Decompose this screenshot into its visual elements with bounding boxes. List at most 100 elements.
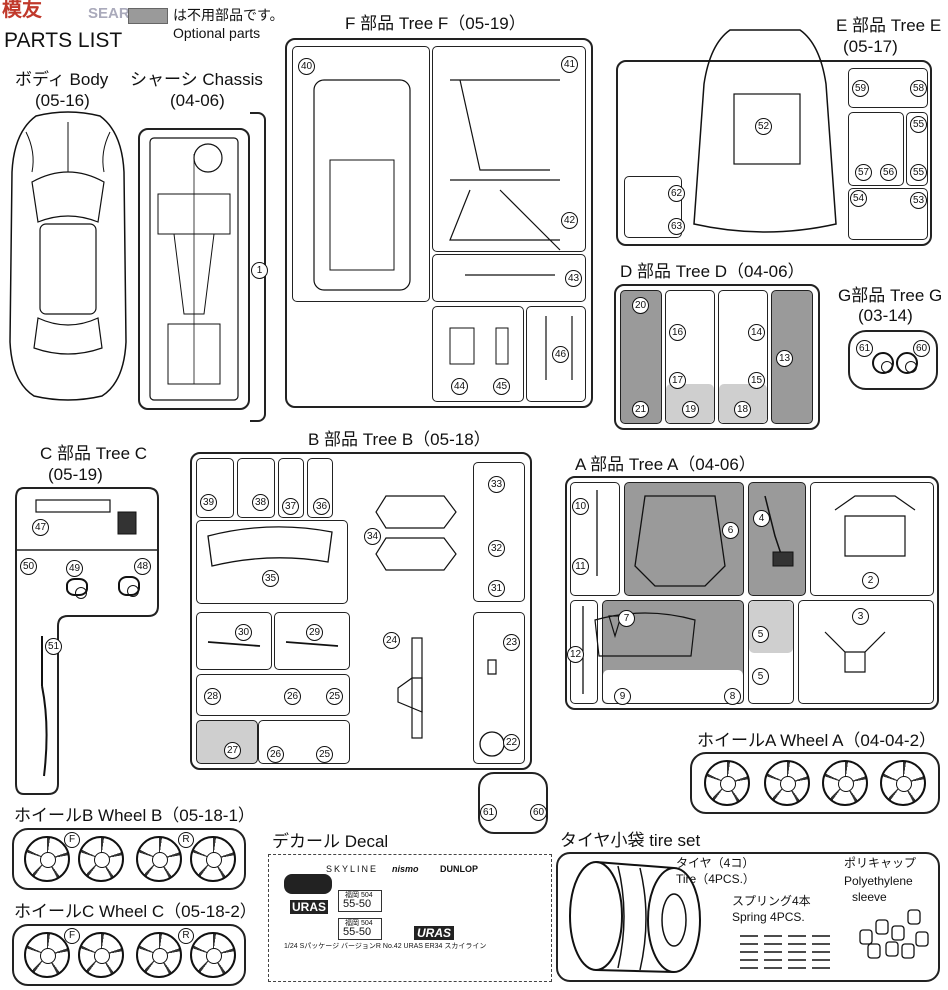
part-22[interactable]: 22 <box>503 734 520 751</box>
wheel-c-4 <box>190 932 236 978</box>
tree-f-cell-cage <box>432 46 586 252</box>
decal-logo-dunlop: DUNLOP <box>440 864 478 874</box>
part-5a[interactable]: 5 <box>752 626 769 643</box>
decal-logo-skyline: SKYLINE <box>326 864 379 874</box>
tree-e-cell-windows <box>848 188 928 240</box>
part-26a[interactable]: 26 <box>284 688 301 705</box>
part-45[interactable]: 45 <box>493 378 510 395</box>
part-26b[interactable]: 26 <box>267 746 284 763</box>
part-9[interactable]: 9 <box>614 688 631 705</box>
part-59[interactable]: 59 <box>852 80 869 97</box>
tree-a-cell-4 <box>748 482 806 596</box>
part-37[interactable]: 37 <box>282 498 299 515</box>
wheel-c-2 <box>78 932 124 978</box>
part-28[interactable]: 28 <box>204 688 221 705</box>
part-10[interactable]: 10 <box>572 498 589 515</box>
part-21[interactable]: 21 <box>632 401 649 418</box>
part-16[interactable]: 16 <box>669 324 686 341</box>
tree-b-cell-33 <box>473 462 525 602</box>
part-1[interactable]: 1 <box>251 262 268 279</box>
decal-logo-uras-2: URAS <box>414 926 455 940</box>
part-7[interactable]: 7 <box>618 610 635 627</box>
part-13[interactable]: 13 <box>776 350 793 367</box>
part-39[interactable]: 39 <box>200 494 217 511</box>
part-60-b[interactable]: 60 <box>530 804 547 821</box>
part-53[interactable]: 53 <box>910 192 927 209</box>
part-32[interactable]: 32 <box>488 540 505 557</box>
site-logo: 模友 <box>2 0 42 21</box>
part-24[interactable]: 24 <box>383 632 400 649</box>
part-25a[interactable]: 25 <box>326 688 343 705</box>
part-58[interactable]: 58 <box>910 80 927 97</box>
part-50[interactable]: 50 <box>20 558 37 575</box>
part-47[interactable]: 47 <box>32 519 49 536</box>
part-40[interactable]: 40 <box>298 58 315 75</box>
polycap-label-en2: sleeve <box>852 890 887 904</box>
part-61-g[interactable]: 61 <box>856 340 873 357</box>
tree-e-title: E 部品 Tree E <box>836 16 942 35</box>
wheel-b-1 <box>24 836 70 882</box>
part-62[interactable]: 62 <box>668 185 685 202</box>
part-48[interactable]: 48 <box>134 558 151 575</box>
part-5b[interactable]: 5 <box>752 668 769 685</box>
wheel-c-rear-mark: R <box>178 928 194 944</box>
tree-b-title: B 部品 Tree B（05-18） <box>308 430 491 449</box>
decal-plate-1 <box>338 890 382 912</box>
parts-list-title: PARTS LIST <box>4 29 123 52</box>
part-23[interactable]: 23 <box>503 634 520 651</box>
part-14[interactable]: 14 <box>748 324 765 341</box>
part-3[interactable]: 3 <box>852 608 869 625</box>
tree-a-cell-10 <box>570 482 620 596</box>
tree-d-title: D 部品 Tree D（04-06） <box>620 262 805 281</box>
part-55a[interactable]: 55 <box>910 116 927 133</box>
part-25b[interactable]: 25 <box>316 746 333 763</box>
polycap-g-left <box>872 352 894 374</box>
part-35[interactable]: 35 <box>262 570 279 587</box>
part-44[interactable]: 44 <box>451 378 468 395</box>
body-title: ボディ Body <box>15 70 109 89</box>
part-43[interactable]: 43 <box>565 270 582 287</box>
tree-a-cell-5 <box>748 600 794 704</box>
part-61-b[interactable]: 61 <box>480 804 497 821</box>
part-30[interactable]: 30 <box>235 624 252 641</box>
part-15[interactable]: 15 <box>748 372 765 389</box>
part-19[interactable]: 19 <box>682 401 699 418</box>
part-60-g[interactable]: 60 <box>913 340 930 357</box>
part-29[interactable]: 29 <box>306 624 323 641</box>
wheel-a-3 <box>822 760 868 806</box>
part-38[interactable]: 38 <box>252 494 269 511</box>
part-41[interactable]: 41 <box>561 56 578 73</box>
part-51[interactable]: 51 <box>45 638 62 655</box>
tree-f-cell-rods <box>526 306 586 402</box>
part-17[interactable]: 17 <box>669 372 686 389</box>
part-4[interactable]: 4 <box>753 510 770 527</box>
part-56[interactable]: 56 <box>880 164 897 181</box>
part-46[interactable]: 46 <box>552 346 569 363</box>
decal-logo-uras-1: URAS <box>290 900 329 914</box>
tree-b-cell-22 <box>473 612 525 764</box>
part-8[interactable]: 8 <box>724 688 741 705</box>
wheel-a-1 <box>704 760 750 806</box>
tire-drawing <box>569 861 701 973</box>
part-27[interactable]: 27 <box>224 742 241 759</box>
part-36[interactable]: 36 <box>313 498 330 515</box>
part-12[interactable]: 12 <box>567 646 584 663</box>
part-2[interactable]: 2 <box>862 572 879 589</box>
part-54[interactable]: 54 <box>850 190 867 207</box>
part-42[interactable]: 42 <box>561 212 578 229</box>
part-31[interactable]: 31 <box>488 580 505 597</box>
part-18[interactable]: 18 <box>734 401 751 418</box>
part-6[interactable]: 6 <box>722 522 739 539</box>
part-52[interactable]: 52 <box>755 118 772 135</box>
part-20[interactable]: 20 <box>632 297 649 314</box>
wheel-b-front-mark: F <box>64 832 80 848</box>
wheel-b-4 <box>190 836 236 882</box>
part-34[interactable]: 34 <box>364 528 381 545</box>
part-55b[interactable]: 55 <box>910 164 927 181</box>
part-57[interactable]: 57 <box>855 164 872 181</box>
wheel-b-2 <box>78 836 124 882</box>
part-63[interactable]: 63 <box>668 218 685 235</box>
part-11[interactable]: 11 <box>572 558 589 575</box>
part-33[interactable]: 33 <box>488 476 505 493</box>
part-49[interactable]: 49 <box>66 560 83 577</box>
